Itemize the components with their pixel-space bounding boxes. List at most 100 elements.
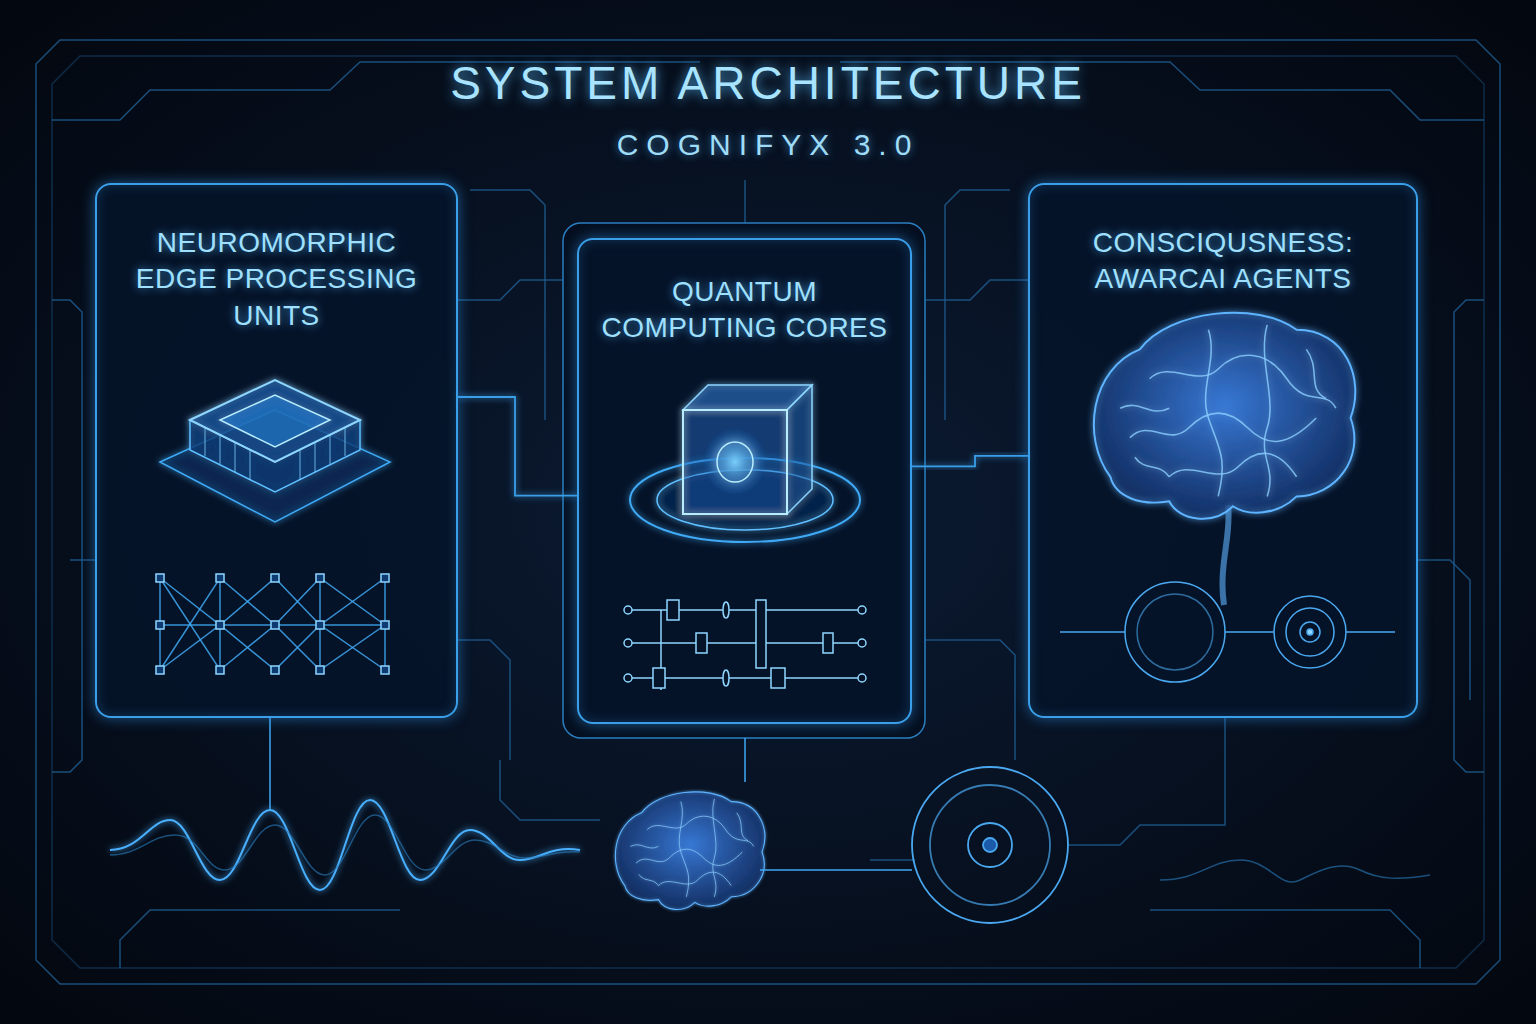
bottom-brain	[760, 869, 912, 871]
quantum-circuit	[858, 674, 866, 682]
panel-ground	[577, 238, 912, 724]
circuit-trace	[458, 640, 510, 760]
panel-heading: QUANTUM COMPUTING CORES	[587, 274, 902, 347]
neural-mesh	[316, 621, 324, 629]
component-panel: NEUROMORPHIC EDGE PROCESSING UNITS	[95, 183, 458, 718]
neural-mesh	[381, 666, 389, 674]
brain-illustration	[1274, 596, 1346, 668]
circuit-trace	[120, 910, 400, 968]
neural-mesh	[216, 574, 224, 582]
target-rings	[912, 767, 1068, 923]
circuit-trace	[945, 190, 1010, 420]
brain-illustration	[1060, 631, 1125, 633]
target-rings	[968, 823, 1012, 867]
quantum-cube	[630, 385, 860, 542]
circuit-trace	[458, 280, 563, 300]
circuit-trace	[52, 56, 1484, 968]
neural-mesh	[160, 578, 385, 670]
neural-mesh	[156, 574, 389, 674]
quantum-circuit	[653, 668, 665, 688]
quantum-circuit	[653, 600, 833, 688]
quantum-circuit	[823, 633, 833, 653]
neuromorphic-chip	[235, 442, 236, 472]
circuit-trace	[36, 40, 1500, 984]
brain-illustration	[1286, 608, 1334, 656]
neural-mesh	[316, 574, 324, 582]
brain-illustration	[1060, 313, 1395, 682]
brain-illustration	[1137, 594, 1213, 670]
quantum-cube	[717, 442, 753, 482]
quantum-circuit	[624, 600, 866, 690]
quantum-cube	[683, 410, 787, 514]
neural-mesh	[156, 666, 164, 674]
circuit-trace	[870, 859, 915, 861]
component-panel: CONSCIQUSNESS: AWARCAI AGENTS	[1028, 183, 1418, 718]
brain-illustration	[1222, 505, 1228, 605]
brain-illustration	[1307, 629, 1313, 635]
neuromorphic-chip	[315, 442, 316, 472]
neural-mesh	[271, 574, 279, 582]
brain-illustration	[1125, 582, 1225, 682]
signal-wave	[110, 800, 580, 890]
connector-line	[458, 397, 577, 496]
neural-mesh	[216, 621, 224, 629]
circuit-trace	[1454, 300, 1484, 772]
neuromorphic-chip	[220, 395, 330, 447]
neural-mesh	[381, 574, 389, 582]
diagram-title: SYSTEM ARCHITECTURE	[0, 56, 1536, 110]
signal-wave	[744, 738, 746, 782]
neural-mesh	[271, 666, 279, 674]
circuit-trace	[744, 180, 746, 223]
quantum-circuit	[667, 600, 679, 620]
panel-heading: CONSCIQUSNESS: AWARCAI AGENTS	[1048, 225, 1398, 298]
circuit-trace	[925, 280, 1028, 300]
quantum-circuit	[723, 670, 729, 686]
quantum-cube	[705, 430, 765, 494]
quantum-circuit	[696, 633, 707, 653]
neural-mesh	[160, 578, 385, 670]
neuromorphic-chip	[345, 428, 346, 456]
connector-line	[912, 456, 1028, 467]
quantum-circuit	[858, 606, 866, 614]
signal-wave	[269, 718, 271, 810]
neural-mesh	[381, 621, 389, 629]
neuromorphic-chip	[205, 428, 345, 480]
panel-ground	[1028, 183, 1418, 718]
bottom-brain	[615, 792, 764, 910]
circuit-trace	[1150, 910, 1420, 968]
brain-illustration	[1300, 622, 1320, 642]
neural-mesh	[156, 574, 389, 674]
neuromorphic-chip	[205, 428, 206, 456]
signal-wave	[110, 718, 1430, 890]
circuit-trace	[1068, 718, 1225, 845]
signal-wave	[110, 815, 580, 875]
quantum-circuit	[624, 639, 632, 647]
target-rings	[912, 767, 1068, 923]
circuit-trace	[925, 640, 1015, 760]
brain-illustration	[1060, 582, 1395, 682]
quantum-cube	[787, 385, 812, 514]
circuit-trace	[52, 300, 82, 772]
signal-wave	[1160, 860, 1430, 882]
neuromorphic-chip	[190, 380, 360, 462]
component-panel: QUANTUM COMPUTING CORES	[577, 238, 912, 724]
neural-mesh	[160, 578, 385, 670]
neural-mesh	[156, 621, 164, 629]
circuit-trace	[1418, 560, 1470, 700]
bottom-brain	[615, 792, 912, 910]
quantum-circuit	[858, 639, 866, 647]
circuit-trace	[36, 40, 1500, 984]
circuit-trace	[470, 190, 545, 420]
brain-illustration	[1346, 631, 1395, 633]
subtitle-label: COGNIFYX 3.0	[617, 128, 920, 162]
panel-heading: NEUROMORPHIC EDGE PROCESSING UNITS	[127, 225, 427, 334]
panel-ground	[95, 183, 458, 718]
neural-mesh	[271, 621, 279, 629]
target-rings	[930, 785, 1050, 905]
brain-illustration	[1225, 631, 1274, 633]
neuromorphic-chip	[250, 450, 251, 480]
neural-mesh	[316, 666, 324, 674]
panel-ground	[563, 223, 925, 738]
